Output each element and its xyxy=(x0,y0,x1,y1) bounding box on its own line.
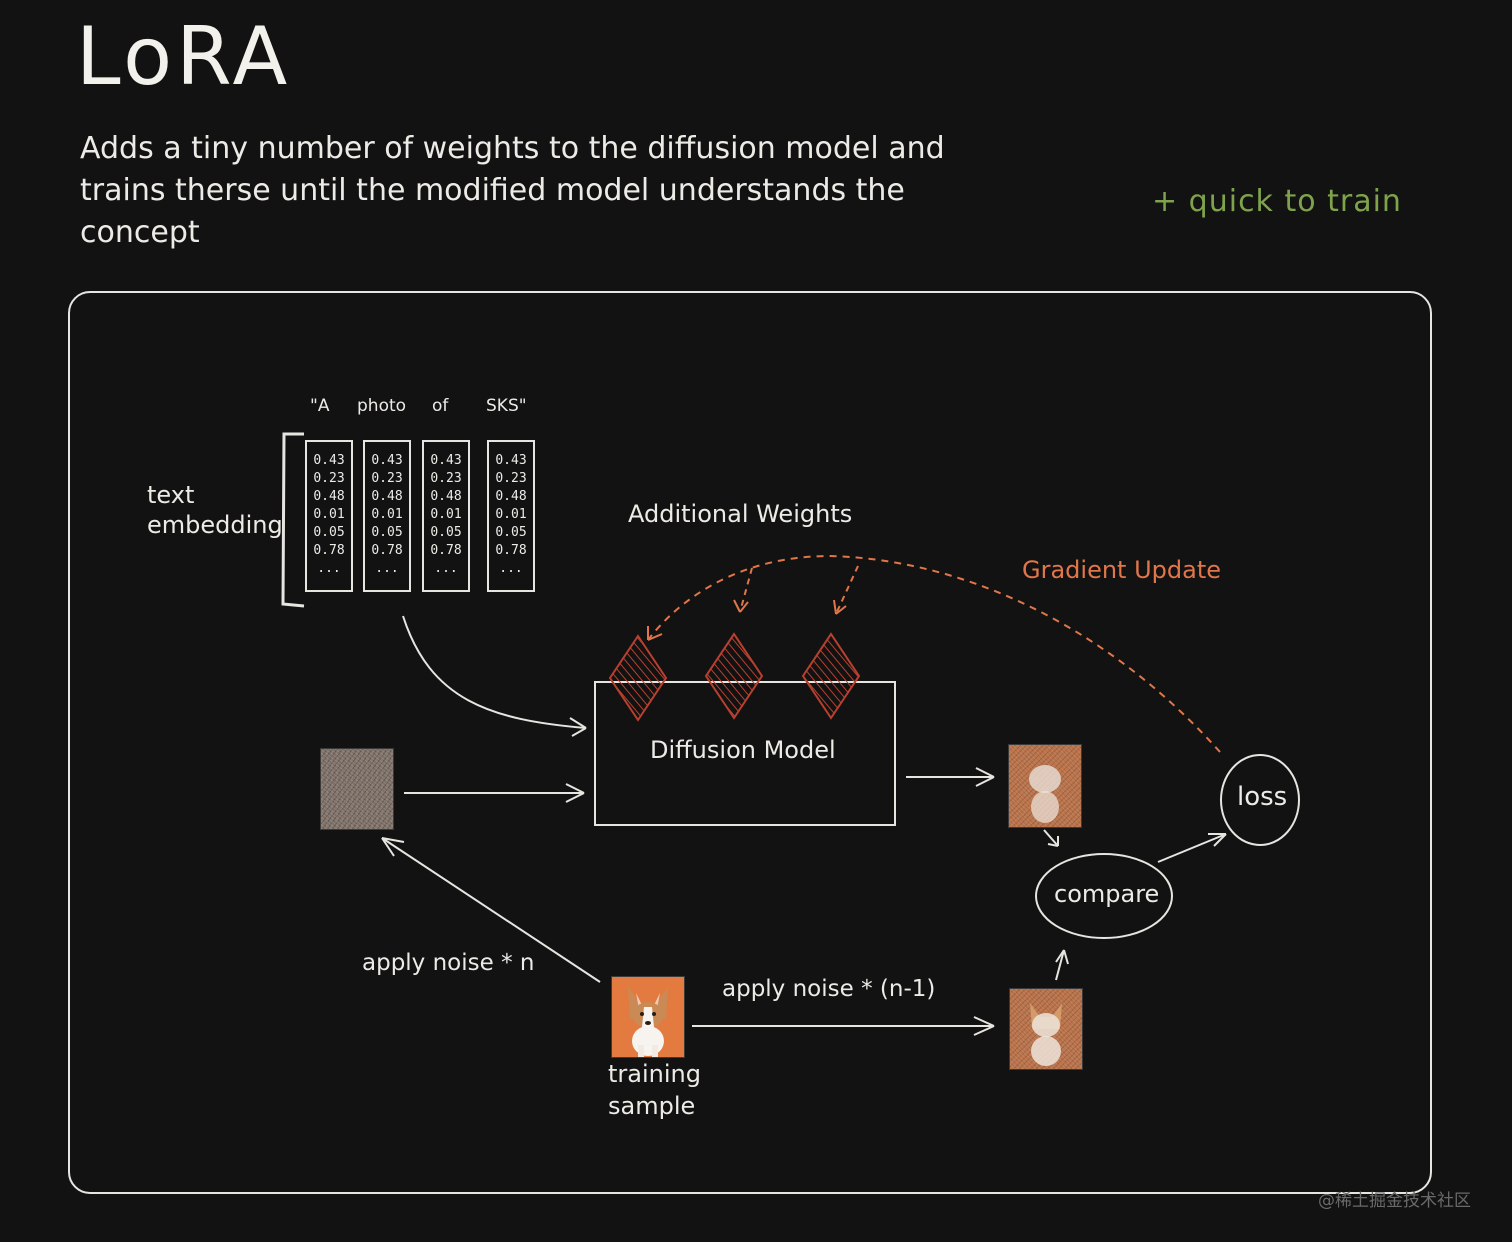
additional-weights-label: Additional Weights xyxy=(628,500,853,528)
arrowhead xyxy=(1047,836,1059,847)
embedding-value: 0.23 xyxy=(495,471,527,486)
embedding-value: 0.78 xyxy=(313,543,345,558)
gradient-arrowhead-2 xyxy=(733,599,749,613)
weight-diamond-1 xyxy=(608,634,668,722)
gradient-update-curve xyxy=(647,554,1221,753)
embedding-value: 0.43 xyxy=(313,453,345,468)
embedding-value: 0.48 xyxy=(371,489,403,504)
embedding-value: ... xyxy=(499,561,523,576)
training-sample-label-line2: sample xyxy=(608,1092,696,1120)
dog-icon xyxy=(1030,1003,1062,1066)
arrowhead xyxy=(973,1016,995,1036)
dog-icon xyxy=(628,987,668,1057)
training-sample-label: training sample xyxy=(608,1058,701,1122)
token-a: "A xyxy=(310,396,330,416)
text-embedding-label: text embedding xyxy=(147,480,283,540)
embedding-vector-4: 0.43 0.23 0.48 0.01 0.05 0.78 ... xyxy=(487,440,535,592)
embedding-value: 0.01 xyxy=(371,507,403,522)
weight-diamond-2 xyxy=(704,632,764,720)
embedding-value: 0.48 xyxy=(313,489,345,504)
noise-image xyxy=(320,748,394,830)
embedding-to-model-arrow xyxy=(402,615,587,729)
embedding-value: 0.01 xyxy=(313,507,345,522)
noisy-to-compare-arrow xyxy=(1055,949,1065,981)
embedding-value: 0.48 xyxy=(495,489,527,504)
embedding-value: 0.43 xyxy=(430,453,462,468)
embedding-value: 0.23 xyxy=(313,471,345,486)
embedding-vector-1: 0.43 0.23 0.48 0.01 0.05 0.78 ... xyxy=(305,440,353,592)
arrowhead xyxy=(381,837,405,857)
embedding-value: ... xyxy=(434,561,458,576)
output-to-compare-arrow xyxy=(1043,829,1059,847)
embedding-value: 0.01 xyxy=(495,507,527,522)
embedding-value: 0.05 xyxy=(371,525,403,540)
side-note: + quick to train xyxy=(1152,184,1402,219)
training-sample-image xyxy=(611,976,685,1058)
embedding-value: 0.48 xyxy=(430,489,462,504)
compare-node xyxy=(1035,853,1173,939)
arrowhead xyxy=(1055,949,1069,965)
loss-label: loss xyxy=(1237,782,1288,812)
embedding-vector-2: 0.43 0.23 0.48 0.01 0.05 0.78 ... xyxy=(363,440,411,592)
apply-noise-n-label: apply noise * n xyxy=(362,950,535,976)
embedding-vector-3: 0.43 0.23 0.48 0.01 0.05 0.78 ... xyxy=(422,440,470,592)
noisy-training-image xyxy=(1009,988,1083,1070)
compare-to-loss-arrow xyxy=(1157,833,1227,863)
arrowhead xyxy=(565,783,585,803)
apply-noise-n-arrow xyxy=(381,837,601,983)
compare-label: compare xyxy=(1054,880,1160,908)
embedding-value: 0.78 xyxy=(495,543,527,558)
token-photo: photo xyxy=(357,396,407,416)
embedding-value: 0.78 xyxy=(430,543,462,558)
predicted-image xyxy=(1008,744,1082,828)
loss-node xyxy=(1220,754,1300,846)
gradient-arrowhead-1 xyxy=(647,626,663,641)
embedding-value: 0.78 xyxy=(371,543,403,558)
embedding-value: 0.05 xyxy=(313,525,345,540)
embedding-value: 0.05 xyxy=(430,525,462,540)
gradient-branch-3 xyxy=(835,565,859,615)
token-of: of xyxy=(432,396,449,416)
embedding-value: ... xyxy=(317,561,341,576)
embedding-bracket xyxy=(281,432,305,608)
embedding-value: 0.43 xyxy=(371,453,403,468)
embedding-value: 0.23 xyxy=(430,471,462,486)
embedding-value: 0.01 xyxy=(430,507,462,522)
arrowhead xyxy=(1208,833,1227,847)
token-sks: SKS" xyxy=(486,396,527,416)
dog-icon xyxy=(1029,765,1061,823)
arrowhead xyxy=(975,767,995,787)
weight-diamond-3 xyxy=(801,632,861,720)
diffusion-model-label: Diffusion Model xyxy=(650,736,836,764)
gradient-branch-2 xyxy=(739,567,753,613)
embedding-value: 0.05 xyxy=(495,525,527,540)
embedding-value: ... xyxy=(375,561,399,576)
gradient-arrowhead-3 xyxy=(833,599,847,615)
watermark: @稀土掘金技术社区 xyxy=(1318,1191,1471,1211)
text-embedding-label-line2: embedding xyxy=(147,511,283,539)
text-embedding-label-line1: text xyxy=(147,481,195,509)
gradient-update-label: Gradient Update xyxy=(1022,556,1222,584)
page-title: LoRA xyxy=(76,10,292,103)
embedding-value: 0.23 xyxy=(371,471,403,486)
diagram-frame xyxy=(68,291,1432,1194)
training-sample-label-line1: training xyxy=(608,1060,701,1088)
apply-noise-n-minus-1-label: apply noise * (n-1) xyxy=(722,976,936,1002)
arrowhead xyxy=(569,717,587,737)
embedding-value: 0.43 xyxy=(495,453,527,468)
subtitle: Adds a tiny number of weights to the dif… xyxy=(80,131,945,250)
